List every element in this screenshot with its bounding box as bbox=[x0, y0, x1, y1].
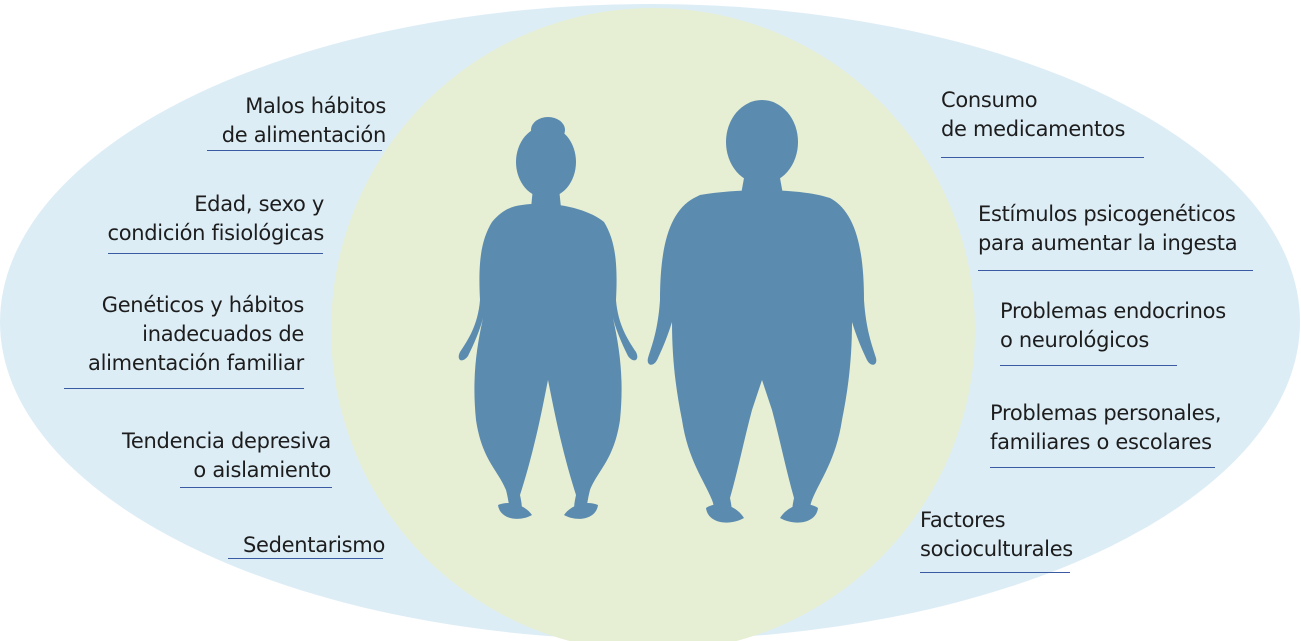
underline-estimulos bbox=[978, 270, 1253, 271]
underline-malos-habitos bbox=[207, 150, 382, 151]
underline-sedentarismo bbox=[228, 558, 383, 559]
underline-problemas-personales bbox=[990, 467, 1215, 468]
inner-circle bbox=[331, 8, 975, 641]
right-factor-consumo-medicamentos: Consumo de medicamentos bbox=[941, 88, 1126, 141]
left-factor-sedentarismo: Sedentarismo bbox=[242, 533, 385, 557]
underline-endocrinos bbox=[1000, 365, 1177, 366]
left-factor-edad-sexo: Edad, sexo y condición fisiológicas bbox=[107, 192, 324, 245]
underline-geneticos bbox=[64, 388, 304, 389]
underline-consumo-medicamentos bbox=[941, 157, 1144, 158]
man-silhouette-icon bbox=[647, 100, 877, 523]
right-factor-endocrinos: Problemas endocrinos o neurológicos bbox=[1000, 299, 1226, 352]
underline-edad-sexo bbox=[108, 253, 323, 254]
underline-socioculturales bbox=[920, 572, 1070, 573]
left-factor-tendencia-depresiva: Tendencia depresiva o aislamiento bbox=[121, 429, 331, 482]
left-factor-malos-habitos: Malos hábitos de alimentación bbox=[221, 94, 387, 147]
right-factor-socioculturales: Factores socioculturales bbox=[920, 508, 1073, 561]
underline-tendencia-depresiva bbox=[180, 487, 332, 488]
woman-silhouette-icon bbox=[458, 117, 638, 519]
right-factor-estimulos: Estímulos psicogenéticos para aumentar l… bbox=[978, 202, 1238, 255]
right-factor-problemas-personales: Problemas personales, familiares o escol… bbox=[990, 401, 1222, 454]
left-factor-geneticos: Genéticos y hábitos inadecuados de alime… bbox=[88, 293, 304, 375]
